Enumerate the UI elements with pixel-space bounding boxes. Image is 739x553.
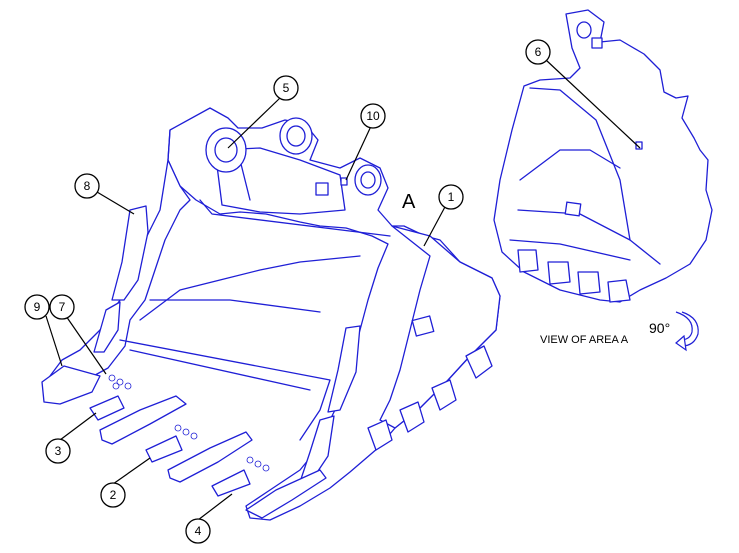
rotation-label: 90° bbox=[649, 320, 670, 336]
callout-1: 1 bbox=[438, 184, 464, 210]
callout-10-label: 10 bbox=[366, 109, 380, 123]
callout-8: 8 bbox=[74, 173, 100, 199]
view-label: VIEW OF AREA A bbox=[540, 334, 629, 346]
leader-lines bbox=[45, 59, 641, 521]
callout-2: 2 bbox=[100, 482, 126, 508]
main-bucket-drawing bbox=[41, 107, 501, 521]
rotate-arrow-icon bbox=[675, 311, 699, 352]
callout-6: 6 bbox=[525, 39, 551, 65]
side-teeth bbox=[367, 345, 493, 451]
callout-4: 4 bbox=[185, 518, 211, 544]
callout-7-label: 7 bbox=[59, 300, 66, 314]
callout-6-label: 6 bbox=[535, 45, 542, 59]
front-teeth bbox=[41, 365, 327, 519]
callout-10: 10 bbox=[360, 103, 386, 129]
callout-9-label: 9 bbox=[34, 300, 41, 314]
callout-3: 3 bbox=[45, 438, 71, 464]
callout-5: 5 bbox=[273, 75, 299, 101]
detail-teeth bbox=[517, 249, 631, 303]
callout-8-label: 8 bbox=[84, 179, 91, 193]
callout-7: 7 bbox=[49, 294, 75, 320]
callout-9: 9 bbox=[24, 294, 50, 320]
callout-4-label: 4 bbox=[195, 524, 202, 538]
callout-3-label: 3 bbox=[55, 444, 62, 458]
callout-1-label: 1 bbox=[448, 190, 455, 204]
callout-2-label: 2 bbox=[110, 488, 117, 502]
area-marker: A bbox=[402, 191, 416, 213]
callout-5-label: 5 bbox=[283, 81, 290, 95]
detail-view-area-a bbox=[493, 9, 713, 303]
